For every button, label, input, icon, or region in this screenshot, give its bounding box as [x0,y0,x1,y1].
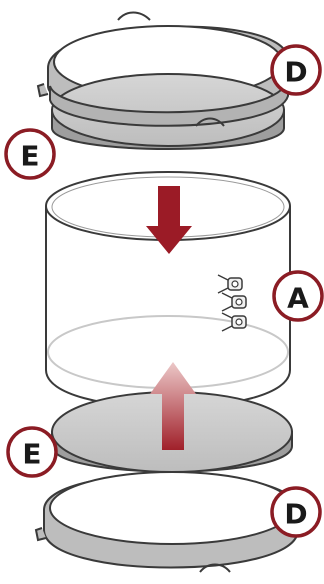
callout-label: E [20,140,39,173]
callout-label: D [284,56,307,89]
ring-top-notch [117,11,151,21]
callout-ring-top: D [270,44,322,96]
ring-top-tab-left [36,83,49,98]
callout-label: E [22,438,41,471]
callout-label: A [287,282,309,315]
callout-ring-bottom: D [270,486,322,538]
callout-disc-bottom: E [6,426,58,478]
ring-bottom-tab-left [34,527,47,542]
arrow-up-icon [150,362,196,450]
clamp-icon [217,274,247,332]
ring-bottom-opening [49,471,295,545]
ring-bottom-notch [199,563,231,573]
arrow-down-icon [146,186,192,254]
disc-top [49,73,289,150]
callout-cylinder: A [272,270,324,322]
ring-bottom [34,471,299,573]
ring-top-front-notch [195,117,225,127]
callout-label: D [284,498,307,531]
ring-top-front-lip [49,79,289,127]
callout-disc-top: E [4,128,56,180]
disc-top-face [51,73,285,147]
